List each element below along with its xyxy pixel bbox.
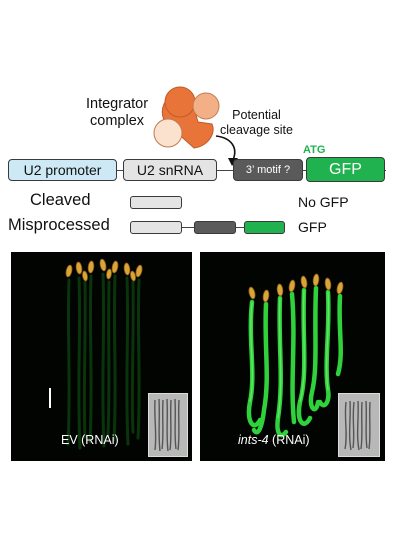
u2-promoter-label: U2 promoter (23, 162, 102, 178)
ints4-rnai-caption: ints-4 (RNAi) (238, 434, 310, 447)
misprocessed-snrna-bar (130, 221, 182, 234)
cleaved-result: No GFP (298, 194, 349, 210)
ev-inset-worms (154, 398, 180, 452)
ints4-gene-name: ints-4 (238, 433, 269, 447)
misprocessed-gfp-bar (244, 221, 285, 234)
misprocessed-label: Misprocessed (8, 216, 110, 234)
cleaved-label: Cleaved (30, 191, 91, 209)
ints4-rnai-suffix: (RNAi) (268, 433, 310, 447)
cleavage-site-label: Potential cleavage site (220, 108, 293, 137)
misprocessed-motif-bar (194, 221, 236, 234)
scale-bar (49, 388, 51, 408)
ints4-worms-image (246, 273, 344, 438)
ints4-inset-worms (344, 400, 371, 451)
ev-rnai-panel: EV (RNAi) (11, 252, 192, 461)
gfp-box: GFP (306, 157, 385, 182)
three-prime-motif-box: 3’ motif ? (233, 159, 303, 181)
ints4-rnai-panel: ints-4 (RNAi) (200, 252, 385, 461)
u2-snrna-label: U2 snRNA (136, 162, 204, 178)
ev-rnai-caption: EV (RNAi) (61, 433, 119, 447)
atg-label: ATG (303, 144, 326, 156)
integrator-label: Integrator complex (86, 96, 149, 129)
u2-promoter-box: U2 promoter (8, 159, 117, 181)
ev-brightfield-inset (148, 393, 188, 457)
misprocessed-result: GFP (298, 219, 327, 235)
cleaved-snrna-bar (130, 196, 182, 209)
ev-worms-image (65, 258, 143, 450)
u2-snrna-box: U2 snRNA (123, 159, 217, 181)
ints4-brightfield-inset (338, 393, 380, 457)
integrator-complex-icon (153, 86, 220, 149)
gfp-label: GFP (329, 160, 362, 178)
three-prime-motif-label: 3’ motif ? (245, 163, 291, 176)
